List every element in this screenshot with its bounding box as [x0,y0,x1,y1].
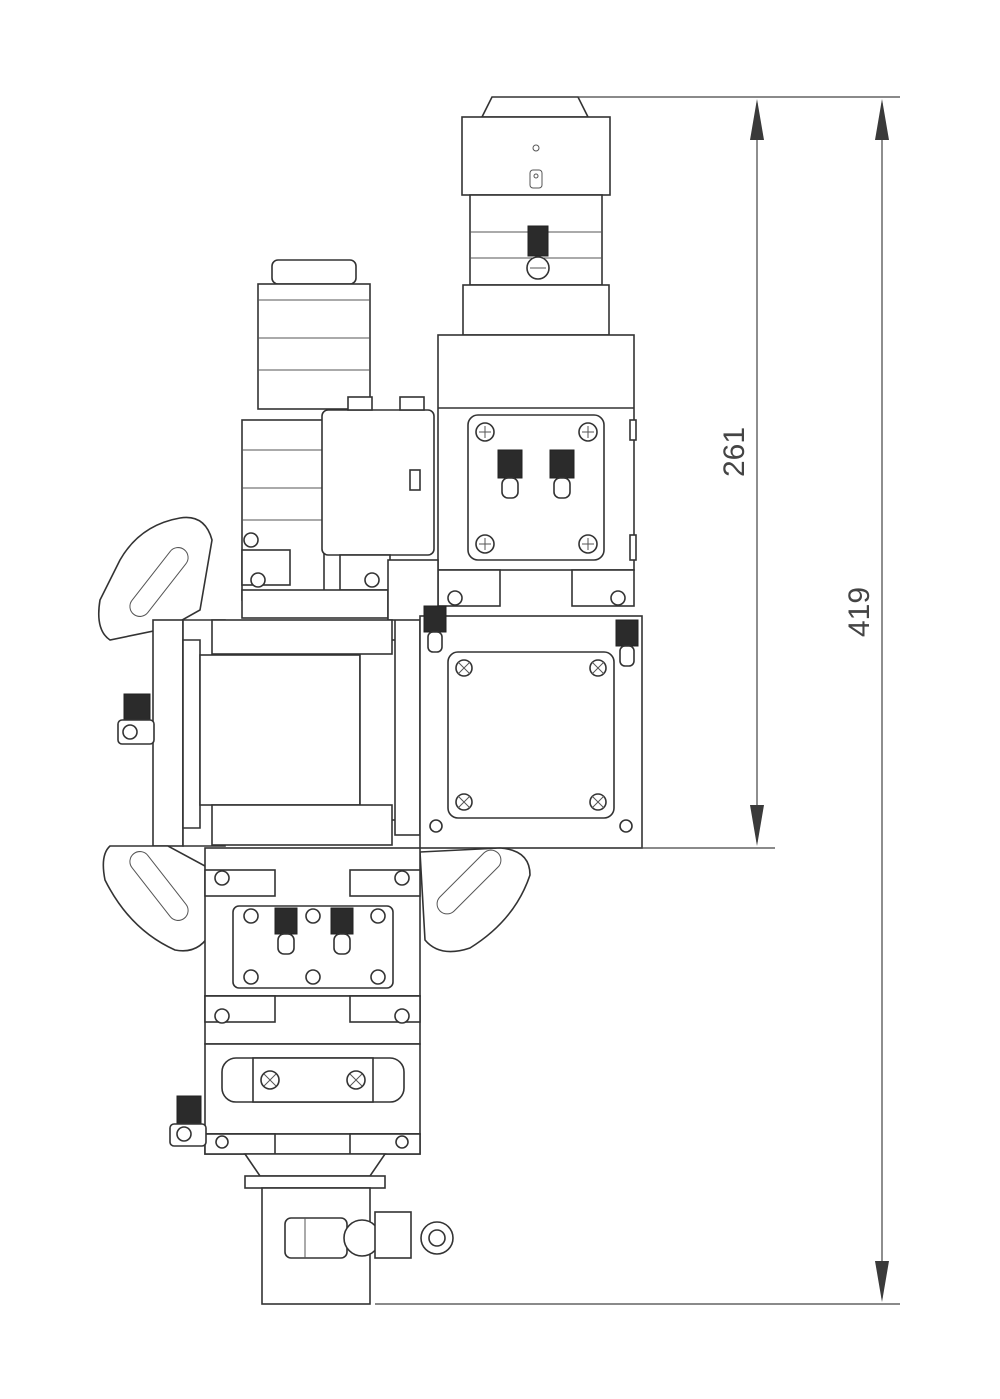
motor-housing [152,559,439,847]
left-connector [241,259,371,601]
lower-body [204,847,421,1155]
side-bracket-lower-right [419,847,531,953]
dimension-label-419: 419 [843,587,876,637]
dimension-261: 261 [578,96,775,849]
lower-lock-knob [169,1095,207,1147]
side-bracket-lower-left [102,845,213,952]
upper-housing-block [437,334,637,607]
side-bracket-upper [97,516,213,641]
dimension-label-261: 261 [718,427,751,477]
top-collimator [461,96,611,336]
nozzle-assembly [243,1153,454,1305]
screw-icon [475,422,598,554]
left-lock-knob [117,693,155,745]
cover-plate [419,605,643,849]
dimension-419: 419 [375,96,900,1305]
valve-housing [241,396,435,619]
adjust-knob-icon [497,449,575,499]
